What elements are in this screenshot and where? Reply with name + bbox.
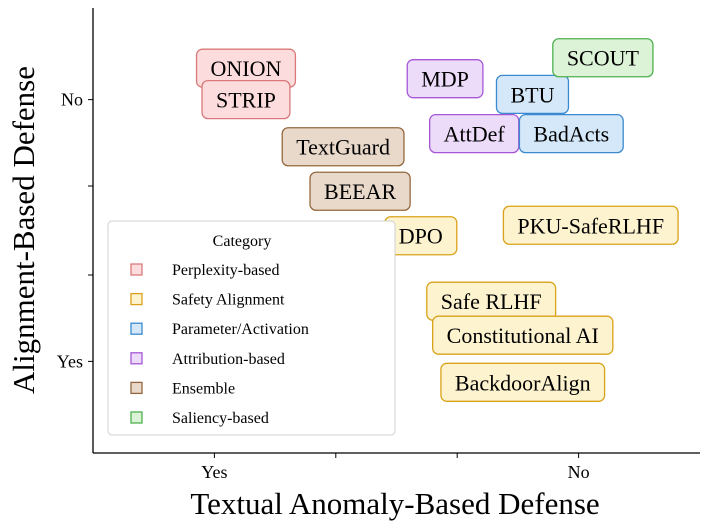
legend-swatch	[130, 263, 143, 276]
point-label-box	[552, 38, 654, 78]
legend-label: Parameter/Activation	[172, 321, 309, 338]
legend-swatch	[130, 292, 143, 306]
legend-label: Safety Alignment	[172, 292, 285, 309]
point-label-box	[309, 171, 411, 211]
point-label-text: Safe RLHF	[441, 289, 542, 314]
legend-title: Category	[213, 233, 272, 250]
legend-entry: Safety Alignment	[130, 292, 285, 309]
legend-entry: Perplexity-based	[130, 262, 280, 279]
x-tick-label: No	[568, 462, 590, 482]
point-label-backdooralign: BackdoorAlign	[440, 362, 606, 402]
point-label-btu: BTU	[495, 74, 570, 115]
point-label-dpo: DPO	[384, 216, 458, 256]
point-label-box	[201, 79, 291, 120]
x-tick-label: Yes	[201, 462, 227, 482]
point-label-text: MDP	[421, 67, 469, 92]
point-label-text: DPO	[399, 224, 443, 249]
point-label-badacts: BadActs	[518, 113, 624, 154]
x-ticks: Yes No	[201, 453, 590, 482]
legend-label: Saliency-based	[172, 410, 269, 427]
point-label-box	[432, 315, 614, 355]
point-label-text: SCOUT	[567, 46, 640, 71]
legend-entry: Saliency-based	[130, 410, 269, 427]
legend-label: Attribution-based	[172, 351, 285, 368]
legend-swatch	[130, 411, 143, 424]
point-label-box	[518, 113, 624, 154]
point-label-constitutional-ai: Constitutional AI	[432, 315, 614, 355]
y-ticks: Yes No	[57, 90, 93, 371]
legend-swatch	[130, 322, 143, 335]
point-label-pku-saferlhf: PKU-SafeRLHF	[502, 205, 679, 245]
point-label-box	[428, 113, 520, 154]
y-tick-label: Yes	[57, 351, 83, 371]
legend-entry: Attribution-based	[130, 351, 285, 368]
point-label-box	[440, 362, 606, 402]
point-label-scout: SCOUT	[552, 38, 654, 78]
point-label-box	[495, 74, 570, 115]
point-label-text: BackdoorAlign	[455, 370, 591, 395]
point-label-text: Constitutional AI	[447, 323, 599, 348]
point-label-text: TextGuard	[296, 135, 390, 160]
point-label-text: STRIP	[216, 88, 276, 113]
point-label-text: AttDef	[444, 122, 506, 147]
point-label-text: ONION	[211, 56, 282, 81]
legend-swatch	[130, 381, 143, 395]
legend-frame	[107, 220, 396, 436]
point-label-mdp: MDP	[406, 59, 484, 99]
point-label-attdef: AttDef	[428, 113, 520, 154]
point-label-text: BTU	[510, 82, 554, 107]
point-label-safe-rlhf: Safe RLHF	[426, 281, 557, 321]
point-label-text: PKU-SafeRLHF	[517, 213, 664, 238]
legend-entry: Ensemble	[130, 380, 235, 397]
x-axis-label: Textual Anomaly-Based Defense	[190, 486, 599, 521]
point-label-text: BEEAR	[324, 179, 396, 204]
point-label-onion: ONION	[195, 48, 297, 88]
legend-swatch	[130, 352, 143, 365]
point-label-box	[406, 59, 484, 99]
legend-label: Perplexity-based	[172, 262, 280, 279]
y-tick-label: No	[61, 90, 83, 110]
point-label-strip: STRIP	[201, 79, 291, 120]
y-axis-label: Alignment-Based Defense	[6, 66, 41, 394]
point-label-text: BadActs	[533, 122, 609, 147]
legend-entry: Parameter/Activation	[130, 321, 309, 338]
point-label-textguard: TextGuard	[281, 127, 405, 167]
point-label-box	[502, 205, 679, 245]
point-label-box	[281, 127, 405, 167]
point-label-beear: BEEAR	[309, 171, 411, 211]
legend-label: Ensemble	[172, 380, 235, 397]
